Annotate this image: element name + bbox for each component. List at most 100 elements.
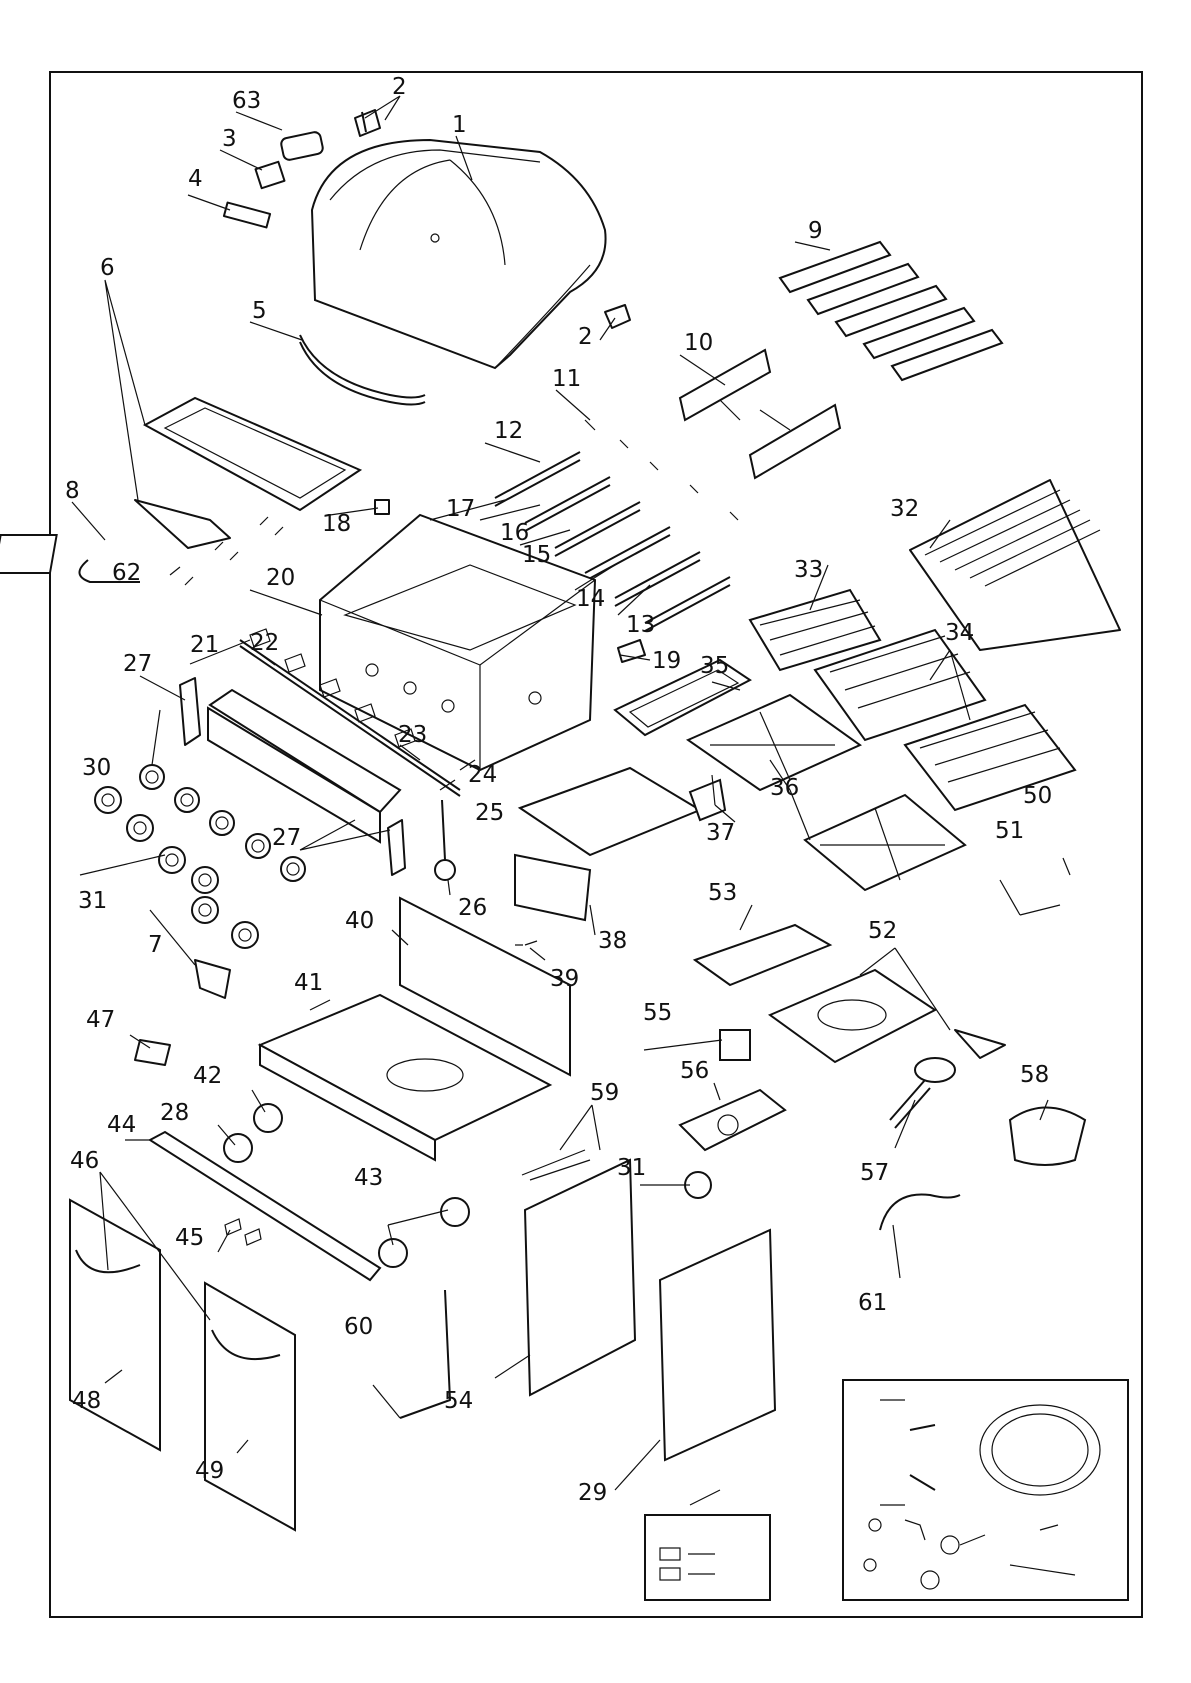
part-warming-rack	[910, 480, 1120, 650]
callout-50: 50	[1023, 783, 1052, 809]
callout-46: 46	[70, 1148, 99, 1174]
part-flame-deflector-b	[750, 405, 840, 478]
inset-hose-regulator	[843, 1380, 1128, 1600]
callout-27: 27	[123, 651, 152, 677]
callout-31: 31	[617, 1155, 646, 1181]
part-side-shelf-bracket	[690, 780, 725, 820]
callout-24: 24	[468, 762, 497, 788]
callout-41: 41	[294, 970, 323, 996]
callout-23: 23	[398, 722, 427, 748]
callout-7: 7	[148, 932, 163, 958]
part-thermometer	[255, 162, 284, 188]
part-side-valve	[435, 800, 455, 880]
part-bracket-47	[135, 1040, 170, 1065]
part-handle	[300, 335, 425, 405]
callout-43: 43	[354, 1165, 383, 1191]
callout-2: 2	[392, 74, 407, 100]
callout-40: 40	[345, 908, 374, 934]
callout-51: 51	[995, 818, 1024, 844]
part-side-shelf-front	[515, 855, 590, 920]
callout-63: 63	[232, 88, 261, 114]
callout-22: 22	[250, 630, 279, 656]
callout-42: 42	[193, 1063, 222, 1089]
callout-8: 8	[65, 478, 80, 504]
part-side-burner-lid	[695, 925, 830, 985]
callout-59: 59	[590, 1080, 619, 1106]
inset-hardware-pack	[645, 1490, 770, 1600]
callout-5: 5	[252, 298, 267, 324]
callout-52: 52	[868, 918, 897, 944]
part-bracket-7	[195, 960, 230, 998]
callout-58: 58	[1020, 1062, 1049, 1088]
part-electrodes	[585, 420, 738, 520]
part-side-panel-left	[525, 1160, 635, 1395]
part-logo-plate	[224, 203, 270, 228]
callout-30: 30	[82, 755, 111, 781]
callout-38: 38	[598, 928, 627, 954]
part-door-right	[205, 1283, 295, 1530]
callout-54: 54	[444, 1388, 473, 1414]
callout-48: 48	[72, 1388, 101, 1414]
part-knobs	[95, 787, 258, 948]
part-thermometer-bezel	[280, 131, 324, 161]
callout-2: 2	[578, 324, 593, 350]
callout-6: 6	[100, 255, 115, 281]
callout-29: 29	[578, 1480, 607, 1506]
callout-39: 39	[550, 966, 579, 992]
part-igniter	[720, 1030, 750, 1060]
callout-53: 53	[708, 880, 737, 906]
part-heat-tents	[780, 242, 1002, 380]
part-grease-tray	[145, 398, 360, 510]
callout-61: 61	[858, 1290, 887, 1316]
callout-47: 47	[86, 1007, 115, 1033]
callout-37: 37	[706, 820, 735, 846]
callout-25: 25	[475, 800, 504, 826]
part-screw	[515, 941, 537, 945]
callout-4: 4	[188, 166, 203, 192]
part-igniter-wire	[880, 1194, 960, 1230]
part-firebox	[320, 515, 595, 770]
part-ignition-wire	[522, 1150, 590, 1180]
callout-10: 10	[684, 330, 713, 356]
part-door-clips	[225, 1219, 261, 1245]
callout-1: 1	[452, 112, 467, 138]
callout-26: 26	[458, 895, 487, 921]
callout-20: 20	[266, 565, 295, 591]
callout-55: 55	[643, 1000, 672, 1026]
part-lid	[312, 140, 606, 368]
part-drip-pan-b	[805, 795, 965, 890]
part-side-panel-right	[660, 1230, 775, 1460]
part-side-burner-housing	[770, 970, 935, 1062]
callout-32: 32	[890, 496, 919, 522]
part-clip	[375, 500, 389, 514]
part-hinge-right	[605, 305, 630, 328]
callout-18: 18	[322, 511, 351, 537]
callout-16: 16	[500, 520, 529, 546]
parts-layer	[0, 110, 1128, 1600]
callout-28: 28	[160, 1100, 189, 1126]
callout-14: 14	[576, 586, 605, 612]
callout-34: 34	[945, 620, 974, 646]
callout-17: 17	[446, 496, 475, 522]
callout-19: 19	[652, 648, 681, 674]
part-hinge-top	[355, 110, 380, 136]
callout-35: 35	[700, 653, 729, 679]
callout-44: 44	[107, 1112, 136, 1138]
callout-56: 56	[680, 1058, 709, 1084]
callout-3: 3	[222, 126, 237, 152]
callout-57: 57	[860, 1160, 889, 1186]
part-burner-cap	[1010, 1108, 1085, 1166]
part-grease-tray-bracket	[135, 500, 230, 548]
callout-12: 12	[494, 418, 523, 444]
part-side-burner	[890, 1058, 955, 1128]
part-side-shelf	[520, 768, 700, 855]
callout-45: 45	[175, 1225, 204, 1251]
callout-13: 13	[626, 612, 655, 638]
part-front-rail	[150, 1132, 380, 1280]
part-side-bracket-right	[388, 820, 405, 875]
callout-33: 33	[794, 557, 823, 583]
callout-21: 21	[190, 632, 219, 658]
callout-62: 62	[112, 560, 141, 586]
part-side-bracket-left	[180, 678, 200, 745]
